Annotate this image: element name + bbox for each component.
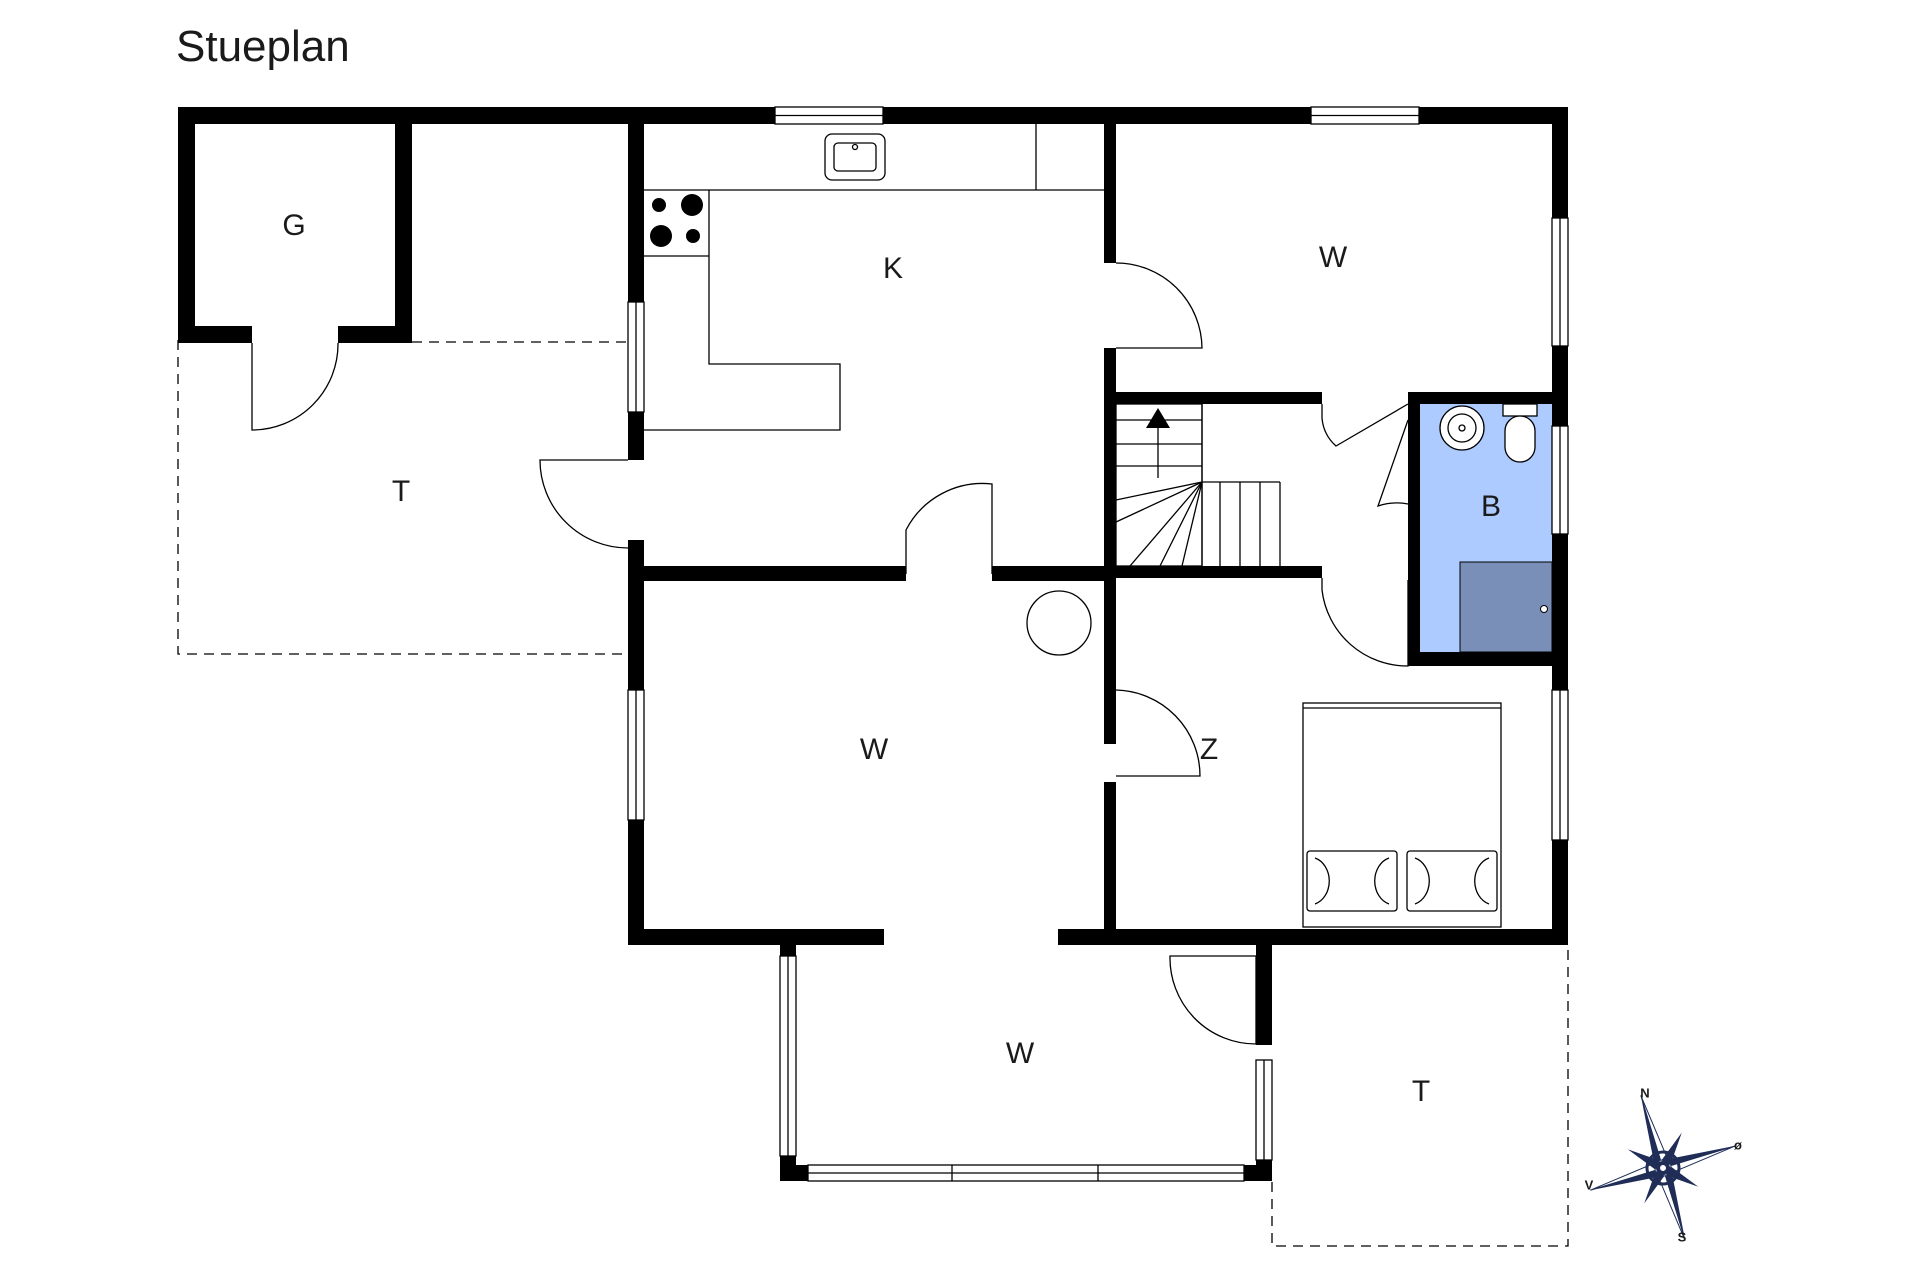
room-label-living-ne: W (1319, 241, 1348, 274)
kitchen-counter (644, 124, 1104, 431)
staircase (1115, 403, 1281, 567)
sink-icon (824, 133, 886, 181)
compass-south-label: S (1678, 1229, 1687, 1244)
compass-rose-icon (1590, 1095, 1736, 1241)
stove-icon (650, 194, 703, 247)
room-label-living-south: W (1006, 1037, 1035, 1070)
shower-floor (1459, 561, 1553, 653)
round-table-icon (1026, 590, 1092, 656)
toilet-icon (1502, 403, 1538, 463)
compass-west-label: V (1585, 1177, 1594, 1192)
compass-north-label: N (1640, 1085, 1649, 1100)
windows (627, 106, 1569, 1182)
washbasin-icon (1439, 405, 1485, 451)
compass-east-label: ø (1734, 1137, 1742, 1152)
room-label-living-main: W (860, 733, 889, 766)
stairs-up-arrow-icon (1146, 408, 1170, 428)
doors (251, 262, 1409, 1045)
room-label-kitchen: K (883, 252, 903, 285)
room-label-bath: B (1481, 490, 1501, 523)
walls (178, 107, 1568, 1181)
room-label-terrace-south: T (1412, 1075, 1430, 1108)
bed-icon (1302, 702, 1502, 928)
terrace-outlines (177, 340, 1569, 1247)
room-label-terrace-west: T (392, 475, 410, 508)
shower-drain-icon (1540, 605, 1548, 613)
room-label-bedroom: Z (1200, 733, 1218, 766)
page-title: Stueplan (176, 22, 350, 71)
room-label-garage: G (282, 209, 305, 242)
